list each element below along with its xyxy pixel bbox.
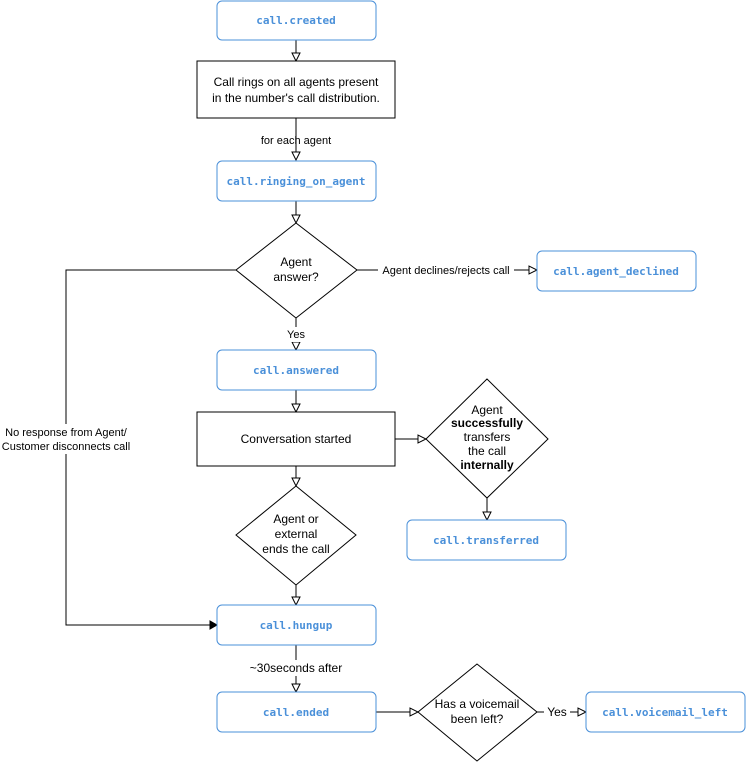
decision-ends-line2: external [275,527,318,541]
arrowhead-down [291,52,301,63]
decision-agent-answer-line1: Agent [280,255,312,269]
node-voicemail-decision: Has a voicemail been left? [417,663,538,762]
arrowhead-right [417,434,428,444]
node-transfer-decision: Agent successfully transfers the call in… [425,378,549,499]
arrowhead-down [482,511,492,522]
event-call-answered: call.answered [253,364,339,377]
node-call-ended: call.ended [216,691,377,733]
label-30-seconds-after: ~30seconds after [250,661,342,675]
arrowheads [209,52,588,717]
node-call-created: call.created [216,0,377,41]
edge-labels: for each agent Agent declines/rejects ca… [0,135,570,720]
decision-transfer-line3: transfers [464,430,511,444]
event-call-hungup: call.hungup [260,619,333,632]
event-call-transferred: call.transferred [433,534,539,547]
arrowhead-down [291,477,301,488]
arrowhead-down [291,341,301,352]
arrowhead-right [528,265,539,275]
decision-agent-answer-line2: answer? [273,270,319,284]
node-conversation-started: Conversation started [196,411,396,467]
event-call-ended: call.ended [263,706,329,719]
arrowhead-right-solid [209,620,219,630]
process-rings-line2: in the number's call distribution. [212,91,380,105]
label-for-each-agent: for each agent [261,135,331,147]
arrowhead-down [291,403,301,414]
label-agent-declines: Agent declines/rejects call [382,265,509,277]
label-no-response-line2: Customer disconnects call [2,441,130,453]
node-agent-answer-decision: Agent answer? [235,222,358,319]
label-yes-answered: Yes [287,329,305,341]
decision-transfer-line2: successfully [451,416,523,430]
node-call-transferred: call.transferred [406,519,567,561]
node-call-rings: Call rings on all agents present in the … [196,60,396,119]
node-call-hungup: call.hungup [216,604,377,646]
event-call-agent-declined: call.agent_declined [553,265,679,278]
process-rings-line1: Call rings on all agents present [214,75,379,89]
arrowhead-down [291,596,301,607]
event-call-voicemail-left: call.voicemail_left [602,706,728,719]
arrowhead-down [291,151,301,162]
decision-voicemail-line2: been left? [451,712,504,726]
label-yes-voicemail: Yes [547,705,567,719]
node-call-voicemail-left: call.voicemail_left [585,691,746,733]
label-no-response-line1: No response from Agent/ [5,427,128,439]
process-conversation-started: Conversation started [241,432,352,446]
decision-ends-line1: Agent or [273,512,318,526]
arrowhead-down [291,683,301,694]
decision-ends-line3: ends the call [262,542,329,556]
decision-transfer-line1: Agent [471,403,503,417]
decision-voicemail-line1: Has a voicemail [435,697,520,711]
node-call-answered: call.answered [216,349,377,391]
decision-transfer-line5: internally [460,458,514,472]
node-call-agent-declined: call.agent_declined [536,250,697,292]
arrowhead-down [291,214,301,225]
arrowhead-right [409,707,420,717]
node-ends-call-decision: Agent or external ends the call [235,485,357,586]
arrowhead-right [577,707,588,717]
node-call-ringing-on-agent: call.ringing_on_agent [216,160,377,202]
decision-transfer-line4: the call [468,444,506,458]
event-call-ringing-on-agent: call.ringing_on_agent [226,175,365,188]
event-call-created: call.created [256,14,335,27]
